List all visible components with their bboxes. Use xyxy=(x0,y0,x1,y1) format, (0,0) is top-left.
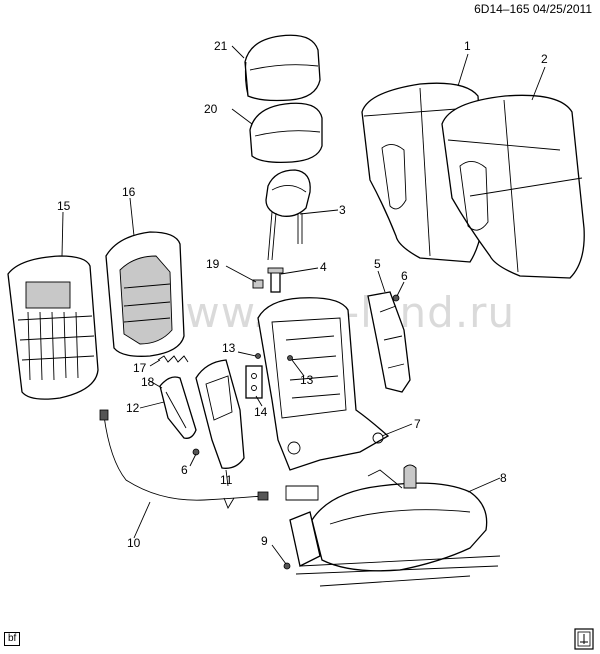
callout-19: 19 xyxy=(206,257,220,271)
side-trim-5[interactable] xyxy=(367,291,411,393)
seatback-panel-15[interactable] xyxy=(7,255,99,400)
head-restraint-cover-21[interactable] xyxy=(244,34,321,102)
callout-3: 3 xyxy=(339,203,346,217)
bolt-6-upper[interactable] xyxy=(392,294,400,302)
callout-21: 21 xyxy=(214,39,228,53)
callout-labels: 1 2 3 4 5 6 6 7 8 9 10 11 12 13 13 14 15… xyxy=(57,39,548,550)
spring-17[interactable] xyxy=(157,355,189,363)
callout-11: 11 xyxy=(220,473,233,487)
seatback-cover-2[interactable] xyxy=(441,94,585,279)
footer-code: bf xyxy=(4,632,21,646)
callout-4: 4 xyxy=(320,260,327,274)
side-shield-11[interactable] xyxy=(195,359,245,469)
seatback-frame-16[interactable] xyxy=(105,231,185,357)
callout-20: 20 xyxy=(204,102,218,116)
clip-19[interactable] xyxy=(252,279,264,289)
callout-10: 10 xyxy=(127,536,141,550)
callout-15: 15 xyxy=(57,199,71,213)
leader-lines xyxy=(61,45,546,565)
callout-9: 9 xyxy=(261,534,268,548)
seat-cushion-assembly-8[interactable] xyxy=(289,464,501,587)
screw-13b[interactable] xyxy=(287,355,293,361)
head-restraint-pad-20[interactable] xyxy=(249,102,323,164)
callout-13-left: 13 xyxy=(222,341,236,355)
seat-frame-7[interactable] xyxy=(257,297,390,471)
callout-12: 12 xyxy=(126,401,140,415)
bracket-14[interactable] xyxy=(245,365,263,399)
headrest-guide-4[interactable] xyxy=(267,267,284,293)
gm-logo-icon xyxy=(574,628,594,650)
callout-13-right: 13 xyxy=(300,373,314,387)
callout-5: 5 xyxy=(374,257,381,271)
callout-6-upper: 6 xyxy=(401,269,408,283)
callout-17: 17 xyxy=(133,361,147,375)
screw-13a[interactable] xyxy=(255,353,261,359)
callout-14: 14 xyxy=(254,405,268,419)
callout-8: 8 xyxy=(500,471,507,485)
callout-16: 16 xyxy=(122,185,136,199)
diagram-reference-header: 6D14–165 04/25/2011 xyxy=(474,2,592,16)
wire-harness-10[interactable] xyxy=(99,409,269,510)
bolt-9[interactable] xyxy=(283,562,291,570)
side-pad-12[interactable] xyxy=(159,376,197,439)
head-restraint-frame-3[interactable] xyxy=(265,169,311,261)
callout-2: 2 xyxy=(541,52,548,66)
callout-7: 7 xyxy=(414,417,421,431)
callout-18: 18 xyxy=(141,375,155,389)
callout-1: 1 xyxy=(464,39,471,53)
callout-6-lower: 6 xyxy=(181,463,188,477)
